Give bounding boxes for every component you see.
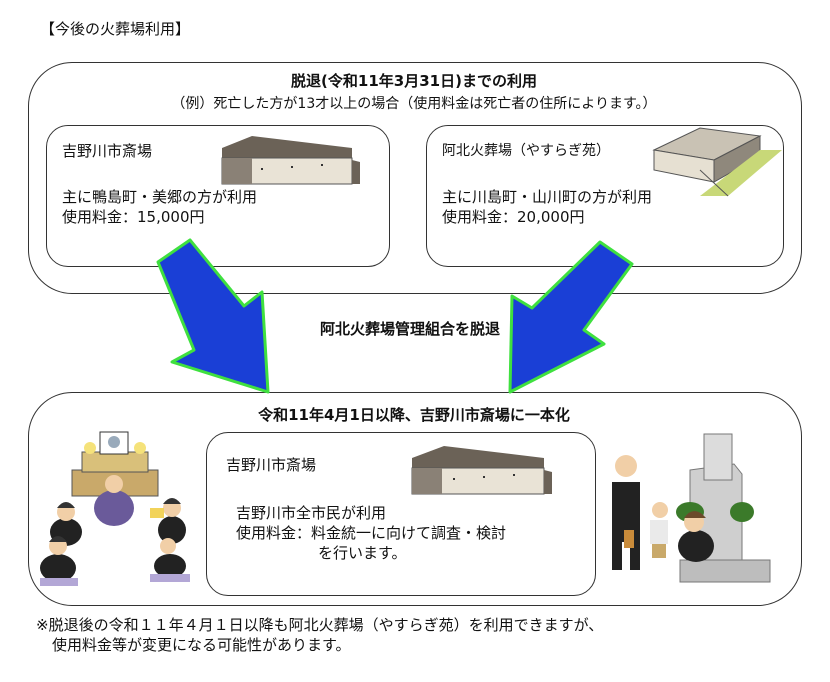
crematorium-building-icon <box>221 136 360 185</box>
yoshinogawa-fee: 使用料金：15,000円 <box>62 208 205 226</box>
page-header: 【今後の火葬場利用】 <box>40 20 191 38</box>
funeral-scene-icon <box>40 431 190 586</box>
unified-fee-cont: を行います。 <box>318 544 407 562</box>
arrow-left-icon <box>156 238 270 394</box>
ahoku-users: 主に川島町・山川町の方が利用 <box>442 188 653 206</box>
pre-withdrawal-subtitle: （例）死亡した方が13才以上の場合（使用料金は死亡者の住所によります。） <box>171 96 657 112</box>
yoshinogawa-crematorium-name: 吉野川市斎場 <box>62 142 153 160</box>
pre-withdrawal-title: 脱退(令和11年3月31日)までの利用 <box>291 72 537 90</box>
post-withdrawal-title: 令和11年4月1日以降、吉野川市斎場に一本化 <box>258 406 570 424</box>
grave-visit-icon <box>612 433 771 583</box>
unified-fee: 使用料金：料金統一に向けて調査・検討 <box>236 524 507 542</box>
footnote-line1: ※脱退後の令和１１年４月１日以降も阿北火葬場（やすらぎ苑）を利用できますが、 <box>36 616 604 634</box>
unified-users: 吉野川市全市民が利用 <box>236 504 387 522</box>
footnote-line2: 使用料金等が変更になる可能性があります。 <box>52 636 351 654</box>
yoshinogawa-users: 主に鴨島町・美郷の方が利用 <box>62 188 258 206</box>
ahoku-crematorium-name: 阿北火葬場（やすらぎ苑） <box>442 143 610 159</box>
ahoku-building-icon <box>652 127 782 197</box>
unified-crematorium-name: 吉野川市斎場 <box>226 456 317 474</box>
unified-crematorium-building-icon <box>411 446 552 495</box>
ahoku-fee: 使用料金：20,000円 <box>442 208 585 226</box>
withdrawal-label: 阿北火葬場管理組合を脱退 <box>319 320 500 338</box>
arrow-right-icon <box>508 240 634 394</box>
